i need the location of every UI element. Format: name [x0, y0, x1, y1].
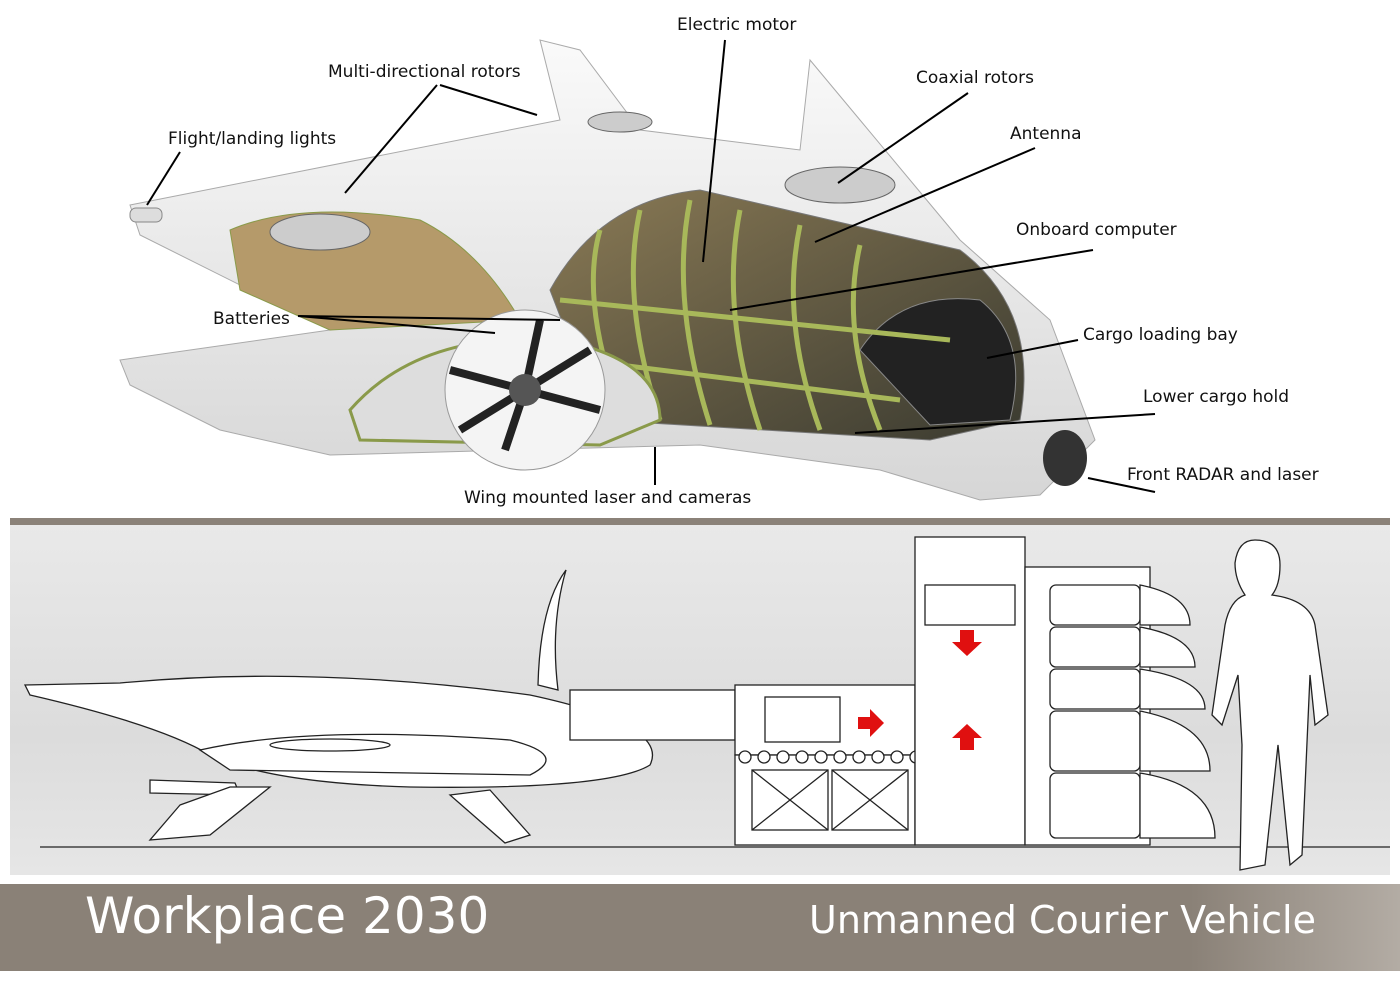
label-electric-motor: Electric motor [677, 15, 797, 35]
conveyor-roller [814, 750, 828, 764]
banner-subtitle: Unmanned Courier Vehicle [809, 898, 1316, 942]
conveyor-roller [833, 750, 847, 764]
label-cargo-loading-bay: Cargo loading bay [1083, 325, 1238, 345]
label-front-radar-laser: Front RADAR and laser [1127, 465, 1319, 485]
conveyor-roller [852, 750, 866, 764]
banner-title: Workplace 2030 [85, 887, 490, 945]
label-onboard-computer: Onboard computer [1016, 220, 1177, 240]
conveyor-roller [871, 750, 885, 764]
label-wing-laser-cameras: Wing mounted laser and cameras [464, 488, 752, 508]
footer-banner [0, 884, 1400, 971]
label-coaxial-rotors: Coaxial rotors [916, 68, 1034, 88]
label-batteries: Batteries [213, 309, 290, 329]
conveyor-roller [795, 750, 809, 764]
arrow-up-icon [952, 724, 982, 750]
conveyor-roller [757, 750, 771, 764]
arrow-icons [858, 630, 982, 750]
section-divider [10, 518, 1390, 525]
conveyor-roller [890, 750, 904, 764]
vehicle-cutaway-illustration [119, 39, 1156, 501]
conveyor-roller [776, 750, 790, 764]
label-lower-cargo-hold: Lower cargo hold [1143, 387, 1290, 407]
side-view-line-drawing [23, 536, 1390, 871]
label-flight-landing-lights: Flight/landing lights [168, 129, 337, 149]
label-multi-directional-rotors: Multi-directional rotors [328, 62, 521, 82]
label-antenna: Antenna [1010, 124, 1082, 144]
arrow-down-icon [952, 630, 982, 656]
arrow-right-icon [858, 709, 884, 737]
side-view-panel [10, 525, 1390, 875]
conveyor-roller [738, 750, 752, 764]
